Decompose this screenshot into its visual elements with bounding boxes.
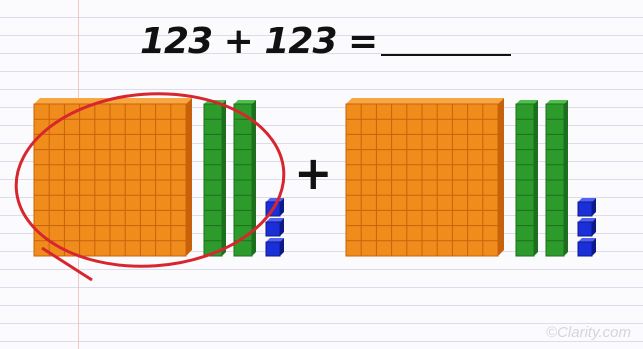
equation-text: 123 + 123 = bbox=[140, 21, 378, 62]
ones-cube bbox=[577, 238, 596, 257]
circle-annotation bbox=[14, 92, 286, 268]
circle-annotation-tail bbox=[41, 246, 93, 282]
tens-rod bbox=[545, 100, 568, 257]
ones-cube bbox=[577, 198, 596, 217]
equation: 123 + 123 = bbox=[140, 10, 512, 62]
watermark: ©Clarity.com bbox=[546, 324, 631, 341]
hundreds-flat bbox=[345, 98, 504, 257]
tens-rod bbox=[515, 100, 538, 257]
hundreds-flat bbox=[33, 98, 192, 257]
tens-rod bbox=[233, 100, 256, 257]
addend-1-blocks bbox=[33, 98, 284, 257]
addend-2-blocks bbox=[345, 98, 596, 257]
ones-cube bbox=[577, 218, 596, 237]
ones-cube bbox=[265, 218, 284, 237]
tens-rod bbox=[203, 100, 226, 257]
plus-operator: + bbox=[294, 146, 333, 200]
ones-cube bbox=[265, 238, 284, 257]
answer-blank bbox=[381, 54, 512, 56]
